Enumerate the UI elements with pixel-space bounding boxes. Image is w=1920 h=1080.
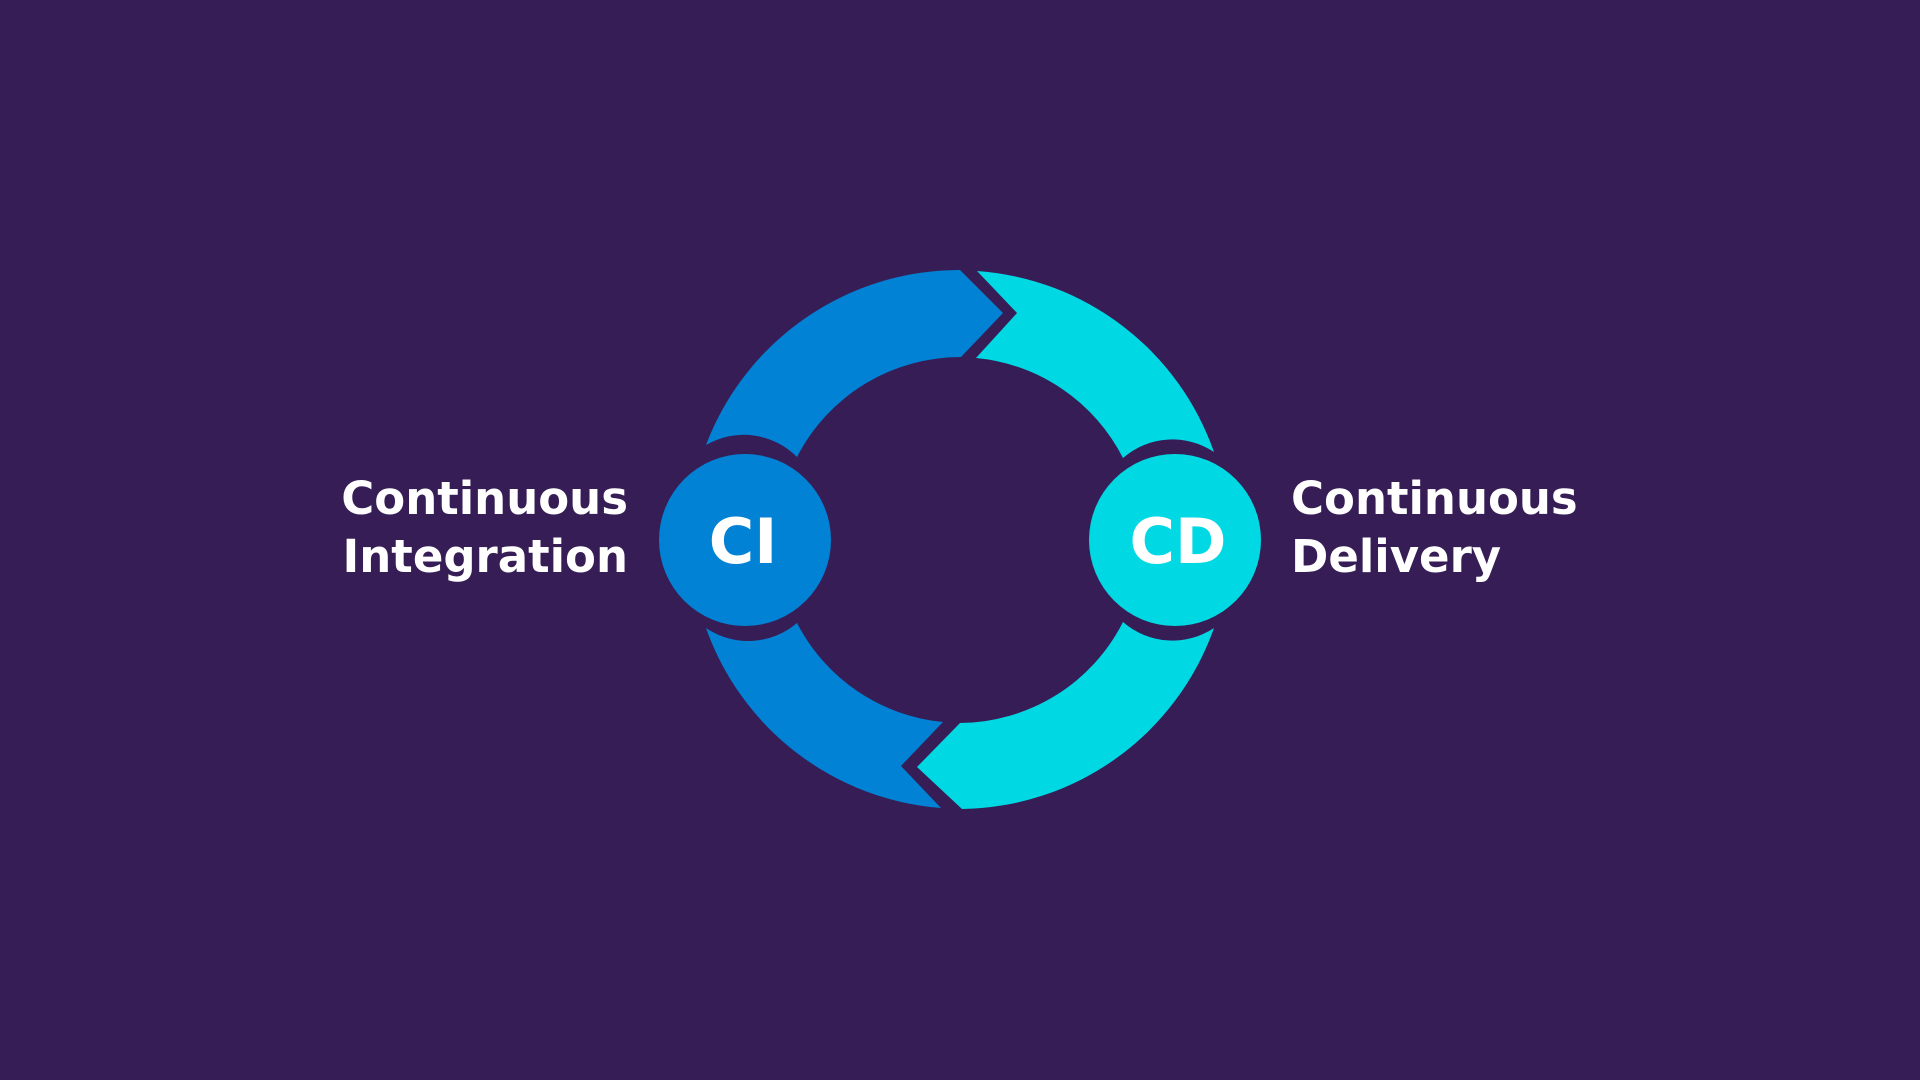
cd-label-line2: Delivery — [1291, 530, 1502, 583]
ci-node-label: CI — [709, 505, 778, 578]
ci-label-line2: Integration — [342, 530, 628, 583]
cd-description: Continuous Delivery — [1291, 470, 1578, 586]
cd-lower-arc — [917, 622, 1214, 809]
cd-upper-arc — [976, 271, 1214, 458]
ci-description: Continuous Integration — [341, 470, 628, 586]
ci-label-line1: Continuous — [341, 472, 628, 525]
cd-label-line1: Continuous — [1291, 472, 1578, 525]
ci-upper-arc — [706, 269, 1003, 457]
ci-lower-arc — [706, 623, 943, 808]
cd-node-circle — [1089, 454, 1261, 626]
cd-node-label: CD — [1130, 505, 1227, 578]
ci-node-circle — [659, 454, 831, 626]
